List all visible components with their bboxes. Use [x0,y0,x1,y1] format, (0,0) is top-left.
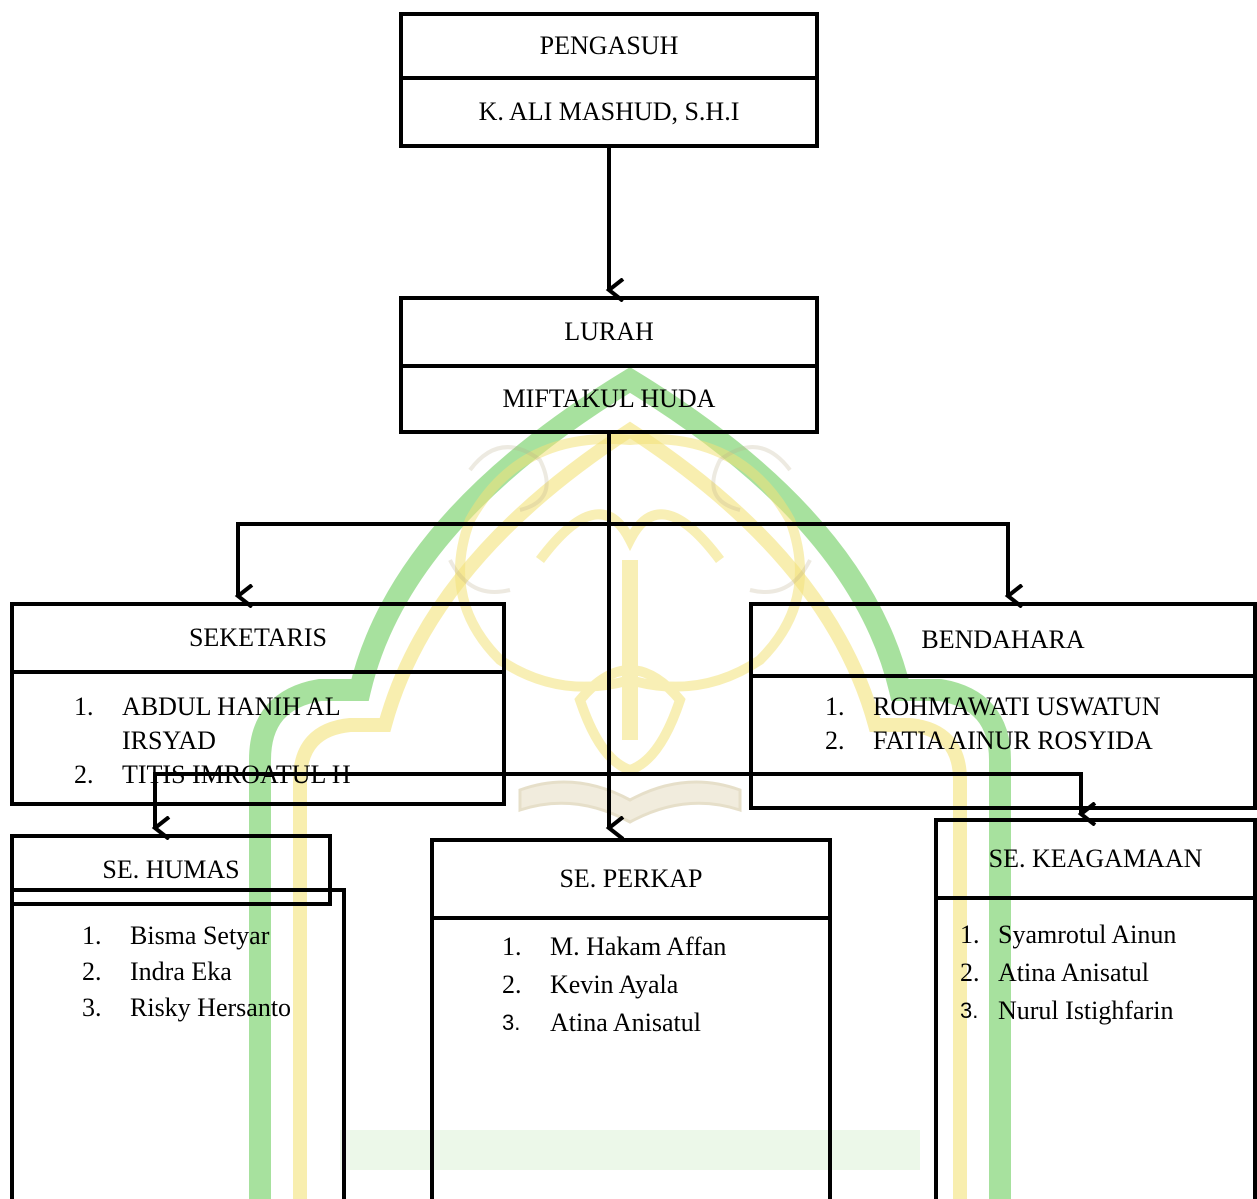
pengasuh-name: K. ALI MASHUD, S.H.I [478,97,740,126]
list-item: 2.Indra Eka [82,957,232,986]
perkap-members: 1.M. Hakam Affan 2.Kevin Ayala 3.Atina A… [502,928,726,1042]
pengasuh-title-box: PENGASUH [399,12,819,80]
list-item: 3.Risky Hersanto [82,993,292,1022]
list-item: 2.Kevin Ayala [502,970,679,999]
list-item: IRSYAD [122,726,216,755]
seketaris-members: 1.ABDUL HANIH AL IRSYAD 2.TITIS IMROATUL… [74,690,351,792]
watermark-swirls [448,445,812,594]
list-item: 2.TITIS IMROATUL H [74,760,351,789]
humas-members-box: 1.Bisma Setyar 2.Indra Eka 3.Risky Hersa… [10,888,346,1199]
lurah-title-box: LURAH [399,296,819,368]
list-item: 1.ROHMAWATI USWATUN [825,692,1161,721]
keagamaan-members-box: 1.Syamrotul Ainun 2.Atina Anisatul 3.Nur… [934,896,1257,1199]
list-item: 3.Atina Anisatul [502,1008,701,1037]
bendahara-members-box: 1.ROHMAWATI USWATUN 2.FATIA AINUR ROSYID… [749,674,1257,810]
list-item: 1.M. Hakam Affan [502,932,727,961]
bendahara-title-box: BENDAHARA [749,602,1257,678]
humas-members: 1.Bisma Setyar 2.Indra Eka 3.Risky Hersa… [82,918,291,1026]
keagamaan-title-box: SE. KEAGAMAAN [934,818,1257,900]
humas-title-box: SE. HUMAS [10,834,332,906]
seketaris-title: SEKETARIS [188,623,328,652]
branch-seketaris-bendahara [236,522,1010,594]
perkap-title-box: SE. PERKAP [430,838,832,920]
bendahara-title: BENDAHARA [921,625,1085,654]
keagamaan-members: 1.Syamrotul Ainun 2.Atina Anisatul 3.Nur… [960,916,1176,1030]
lurah-name: MIFTAKUL HUDA [502,384,716,413]
list-item: 2.FATIA AINUR ROSYIDA [825,726,1153,755]
seketaris-title-box: SEKETARIS [10,602,506,674]
list-item: 2.Atina Anisatul [960,958,1149,987]
list-item: 1.Syamrotul Ainun [960,920,1177,949]
watermark-green-bar [340,1130,920,1170]
list-item: 1.Bisma Setyar [82,921,270,950]
watermark-book [518,780,742,824]
watermark-arch-outer [249,367,1011,1199]
lurah-name-box: MIFTAKUL HUDA [399,364,819,434]
perkap-title: SE. PERKAP [559,864,703,893]
lurah-title: LURAH [564,317,654,346]
pengasuh-name-box: K. ALI MASHUD, S.H.I [399,76,819,148]
perkap-members-box: 1.M. Hakam Affan 2.Kevin Ayala 3.Atina A… [430,916,832,1199]
seketaris-members-box: 1.ABDUL HANIH AL IRSYAD 2.TITIS IMROATUL… [10,670,506,806]
list-item: 1.ABDUL HANIH AL [74,692,341,721]
pengasuh-title: PENGASUH [539,31,679,60]
list-item: 3.Nurul Istighfarin [960,996,1174,1025]
humas-title: SE. HUMAS [102,855,240,884]
bendahara-members: 1.ROHMAWATI USWATUN 2.FATIA AINUR ROSYID… [825,690,1161,758]
keagamaan-title: SE. KEAGAMAAN [988,844,1203,873]
